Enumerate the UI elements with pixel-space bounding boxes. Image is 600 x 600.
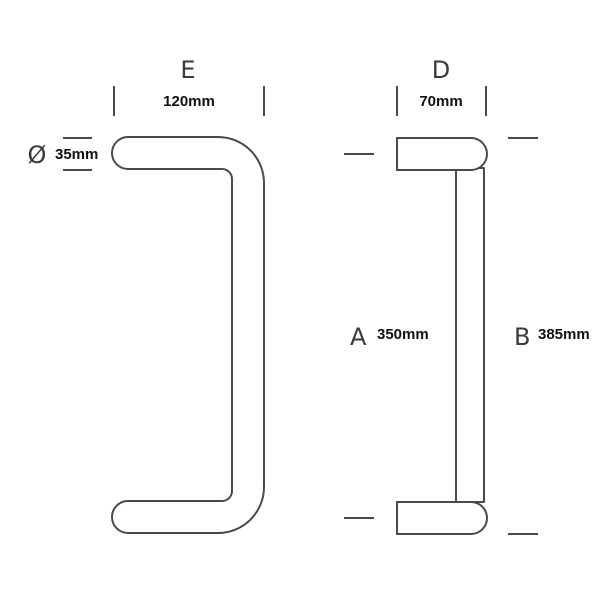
handle-side-bar	[455, 167, 485, 503]
label-b: B	[514, 323, 530, 351]
label-e: E	[180, 56, 195, 84]
handle-front-outline	[111, 136, 265, 534]
dimension-d-value: 70mm	[419, 93, 462, 110]
dimension-a-value: 350mm	[377, 326, 429, 343]
handle-side-top-cap	[396, 137, 488, 171]
dimension-b-value: 385mm	[538, 326, 590, 343]
diameter-symbol: Ø	[28, 141, 47, 169]
label-a: A	[350, 323, 367, 351]
label-d: D	[432, 56, 450, 84]
side-view: D 70mm A 350mm B 385mm	[344, 56, 590, 535]
front-view: E 120mm Ø 35mm	[28, 56, 265, 534]
handle-side-bottom-cap	[396, 501, 488, 535]
dimension-e-value: 120mm	[163, 93, 215, 110]
dimension-diameter-value: 35mm	[55, 146, 98, 163]
